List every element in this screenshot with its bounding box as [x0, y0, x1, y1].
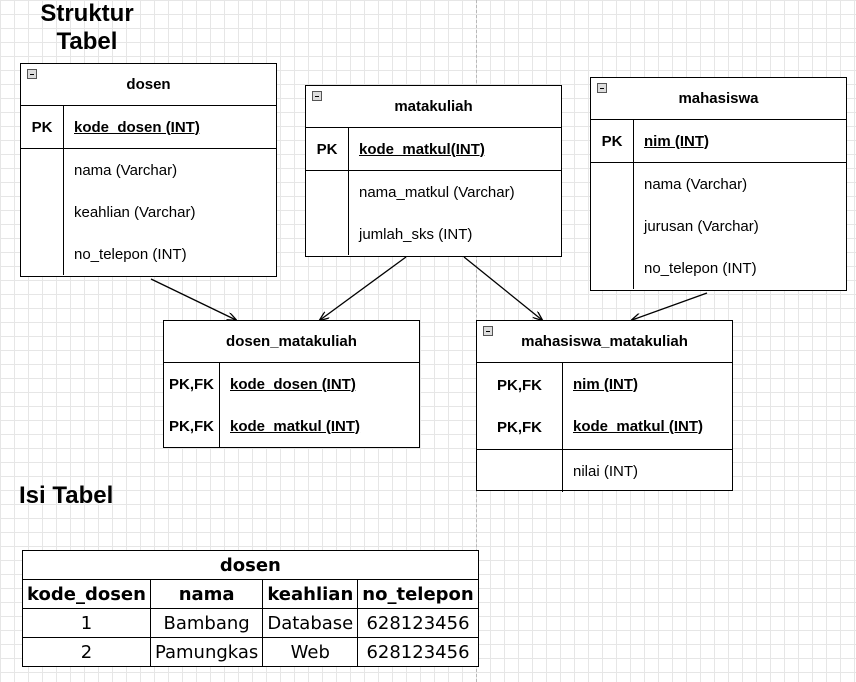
- collapse-icon[interactable]: [597, 83, 607, 93]
- connector-mahasiswa-to-mahasiswa-matakuliah: [632, 292, 708, 320]
- keys-row: PK,FK PK,FK kode_dosen (INT) kode_matkul…: [164, 363, 419, 447]
- column-header: nama: [149, 579, 264, 609]
- key-fields: nim (INT) kode_matkul (INT): [563, 363, 703, 449]
- attribute: keahlian (Varchar): [74, 203, 196, 221]
- key-label: PK: [21, 106, 64, 148]
- pk-field: kode_matkul(INT): [359, 140, 485, 158]
- attribute: nama (Varchar): [74, 161, 178, 179]
- key-label: PK,FK: [169, 375, 214, 393]
- entity-header: matakuliah: [306, 86, 561, 128]
- entity-name: dosen_matakuliah: [226, 333, 357, 350]
- pk-field: kode_dosen (INT): [74, 118, 200, 136]
- table-cell: 628123456: [357, 608, 479, 638]
- key-labels: PK,FK PK,FK: [477, 363, 563, 449]
- entity-mahasiswa-matakuliah[interactable]: mahasiswa_matakuliah PK,FK PK,FK nim (IN…: [476, 320, 733, 492]
- attribute-list: nama (Varchar) jurusan (Varchar) no_tele…: [634, 163, 759, 289]
- key-label: PK,FK: [497, 418, 542, 436]
- table-cell: Database: [262, 608, 359, 638]
- pk-row: PK nim (INT): [591, 120, 846, 163]
- attribute-list: nilai (INT): [563, 450, 638, 492]
- keys-row: PK,FK PK,FK nim (INT) kode_matkul (INT): [477, 363, 732, 450]
- table-caption: dosen: [22, 550, 479, 580]
- column-header: keahlian: [262, 579, 359, 609]
- column-header: kode_dosen: [22, 579, 151, 609]
- header-row: kode_dosen nama keahlian no_telepon: [22, 579, 479, 609]
- table-cell: 2: [22, 637, 151, 667]
- connector-matakuliah-to-dosen-matakuliah: [320, 256, 407, 320]
- column-header: no_telepon: [357, 579, 479, 609]
- dosen-data-table: dosen kode_dosen nama keahlian no_telepo…: [22, 550, 479, 667]
- attribute: jumlah_sks (INT): [359, 225, 473, 243]
- table-row: 2 Pamungkas Web 628123456: [22, 637, 479, 667]
- collapse-icon[interactable]: [483, 326, 493, 336]
- entity-dosen-matakuliah[interactable]: dosen_matakuliah PK,FK PK,FK kode_dosen …: [163, 320, 420, 448]
- attribute: no_telepon (INT): [644, 259, 757, 277]
- table-row: 1 Bambang Database 628123456: [22, 608, 479, 638]
- entity-mahasiswa[interactable]: mahasiswa PK nim (INT) nama (Varchar) ju…: [590, 77, 847, 291]
- entity-header: dosen: [21, 64, 276, 106]
- key-label: PK,FK: [169, 417, 214, 435]
- attribute: jurusan (Varchar): [644, 217, 759, 235]
- key-label-empty: [21, 149, 64, 275]
- connector-matakuliah-to-mahasiswa-matakuliah: [463, 256, 542, 320]
- connector-dosen-to-dosen-matakuliah: [150, 278, 236, 320]
- title-line-2: Tabel: [56, 28, 118, 55]
- table-cell: Bambang: [149, 608, 264, 638]
- table-cell: Web: [262, 637, 359, 667]
- struktur-tabel-title: Struktur Tabel: [32, 0, 142, 56]
- entity-header: mahasiswa: [591, 78, 846, 120]
- key-label-empty: [477, 450, 563, 492]
- entity-header: mahasiswa_matakuliah: [477, 321, 732, 363]
- title-line-1: Struktur: [40, 0, 134, 27]
- attribute-list: nama_matkul (Varchar) jumlah_sks (INT): [349, 171, 515, 255]
- attributes-row: nama_matkul (Varchar) jumlah_sks (INT): [306, 171, 561, 255]
- key-field: kode_dosen (INT): [230, 375, 356, 393]
- entity-name: dosen: [126, 76, 171, 93]
- attribute: nilai (INT): [573, 462, 639, 480]
- entity-name: matakuliah: [394, 98, 473, 115]
- key-field: nim (INT): [573, 375, 638, 393]
- key-labels: PK,FK PK,FK: [164, 363, 220, 447]
- pk-field: nim (INT): [644, 132, 709, 150]
- key-fields: kode_dosen (INT) kode_matkul (INT): [220, 363, 360, 447]
- entity-matakuliah[interactable]: matakuliah PK kode_matkul(INT) nama_matk…: [305, 85, 562, 257]
- attribute-list: nama (Varchar) keahlian (Varchar) no_tel…: [64, 149, 195, 275]
- key-field: kode_matkul (INT): [230, 417, 361, 435]
- attributes-row: nama (Varchar) keahlian (Varchar) no_tel…: [21, 149, 276, 275]
- key-field: kode_matkul (INT): [573, 417, 704, 435]
- entity-name: mahasiswa: [678, 90, 759, 107]
- pk-row: PK kode_matkul(INT): [306, 128, 561, 171]
- collapse-icon[interactable]: [27, 69, 37, 79]
- pk-row: PK kode_dosen (INT): [21, 106, 276, 149]
- attribute: nama (Varchar): [644, 175, 748, 193]
- isi-tabel-title: Isi Tabel: [19, 482, 114, 509]
- table-cell: 628123456: [357, 637, 479, 667]
- attributes-row: nama (Varchar) jurusan (Varchar) no_tele…: [591, 163, 846, 289]
- table-cell: Pamungkas: [149, 637, 264, 667]
- key-label-empty: [591, 163, 634, 289]
- key-label: PK: [306, 128, 349, 170]
- attribute: nama_matkul (Varchar): [359, 183, 515, 201]
- attribute: no_telepon (INT): [74, 245, 187, 263]
- table-cell: 1: [22, 608, 151, 638]
- key-label: PK: [591, 120, 634, 162]
- entity-header: dosen_matakuliah: [164, 321, 419, 363]
- entity-name: mahasiswa_matakuliah: [521, 333, 688, 350]
- key-label-empty: [306, 171, 349, 255]
- entity-dosen[interactable]: dosen PK kode_dosen (INT) nama (Varchar)…: [20, 63, 277, 277]
- collapse-icon[interactable]: [312, 91, 322, 101]
- key-label: PK,FK: [497, 376, 542, 394]
- attributes-row: nilai (INT): [477, 450, 732, 492]
